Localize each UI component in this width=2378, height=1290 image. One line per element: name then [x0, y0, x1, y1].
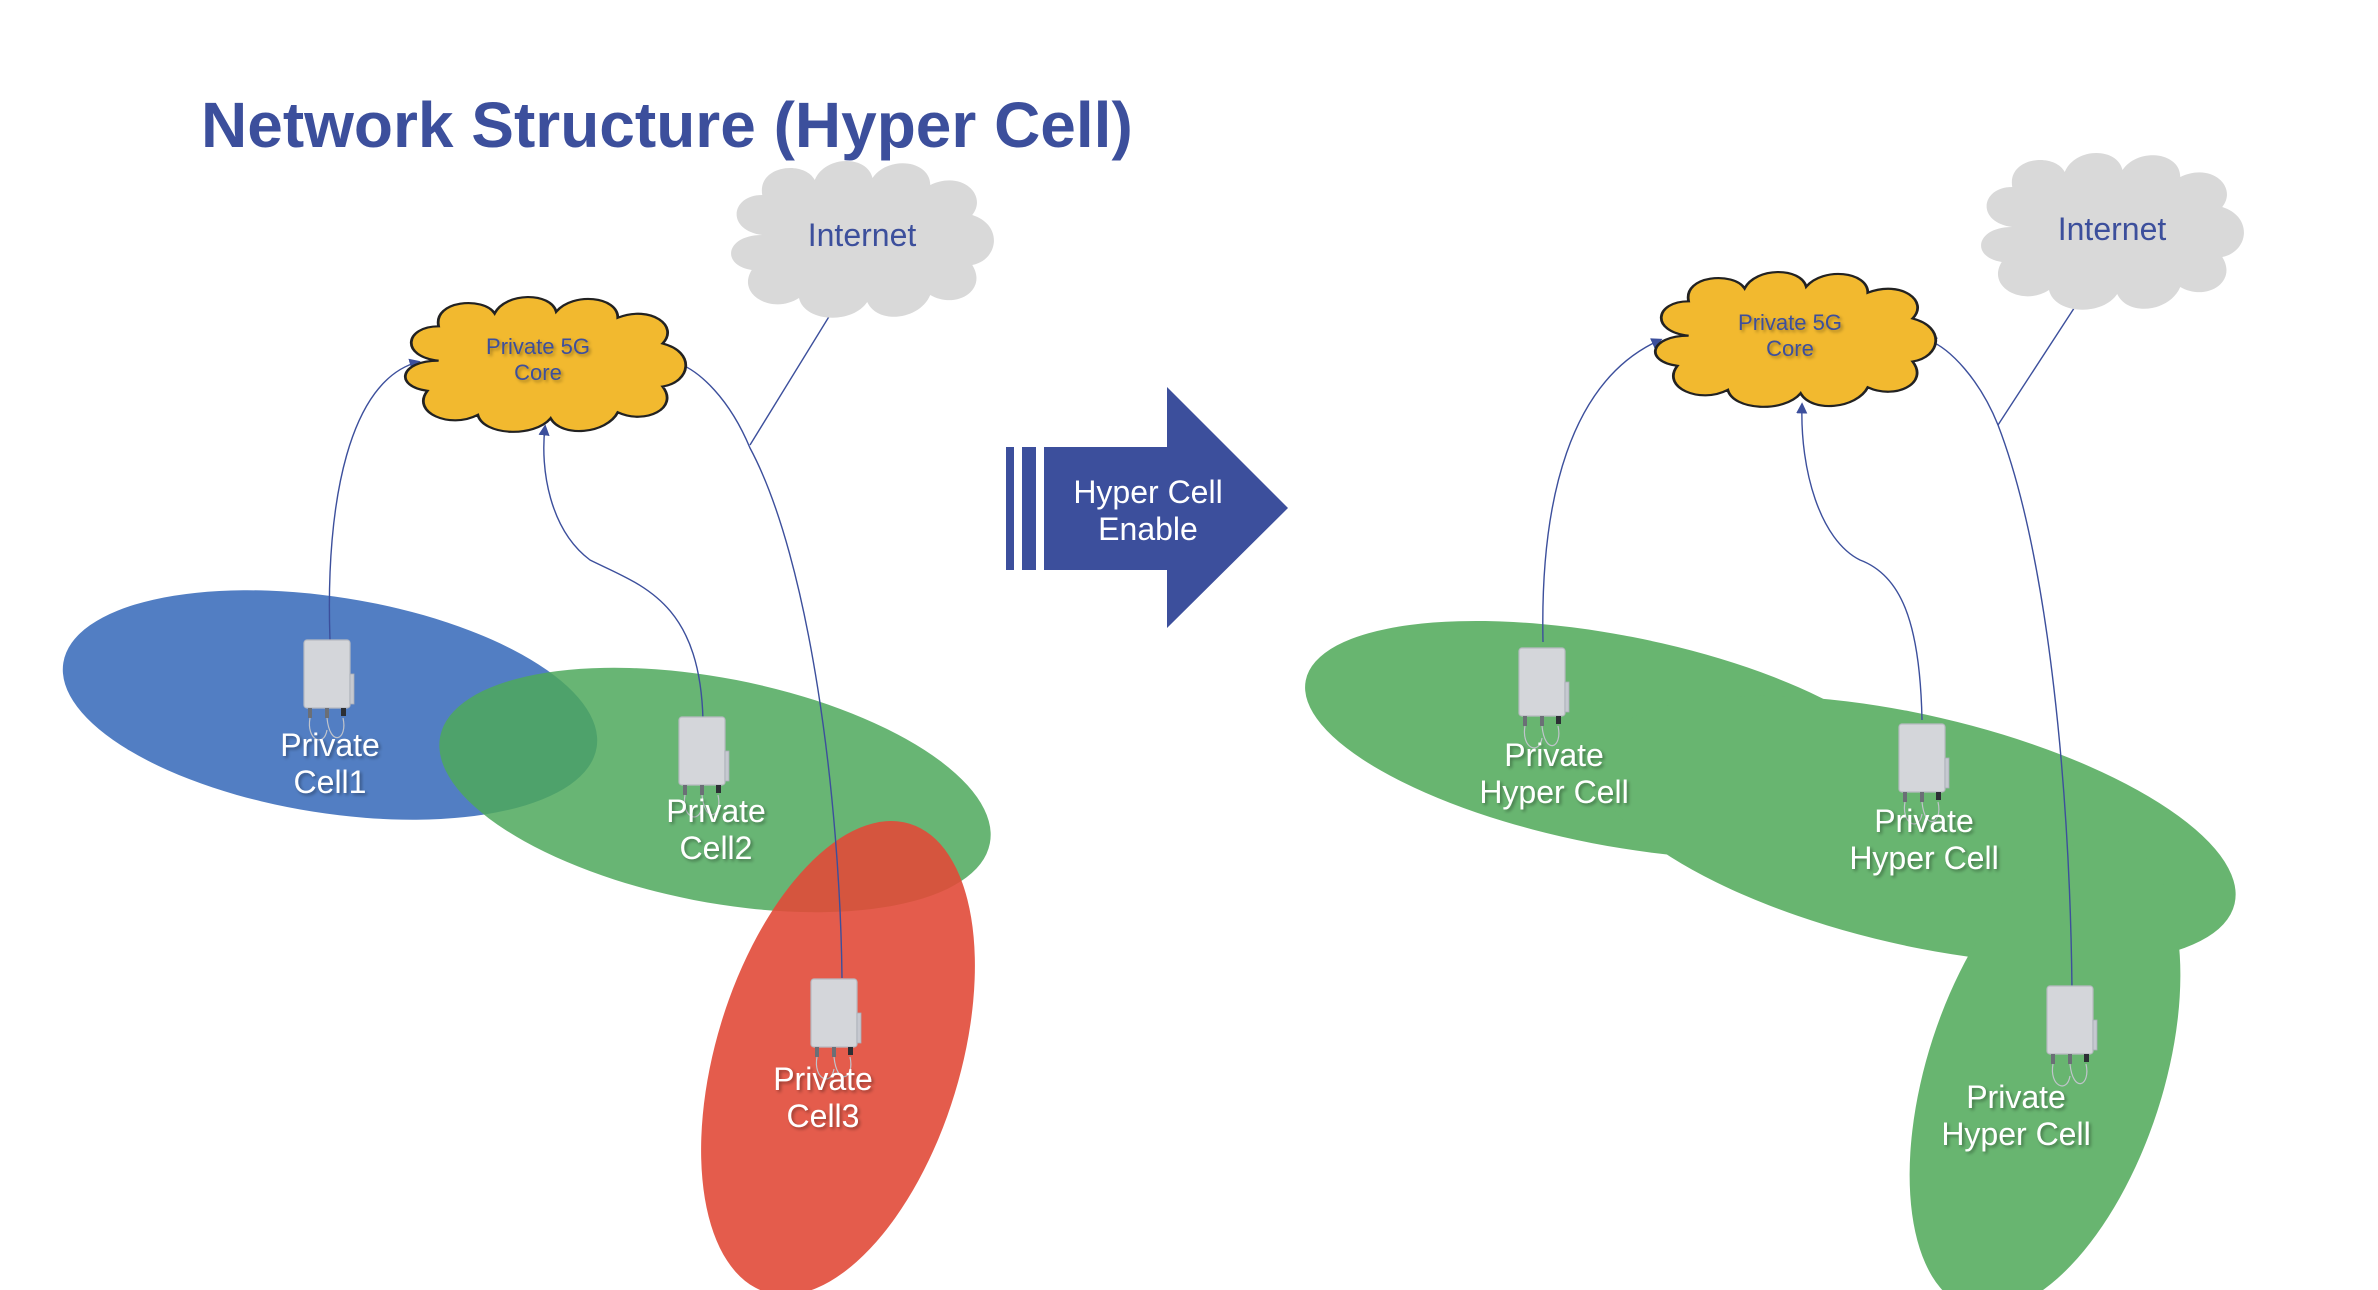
svg-text:Private: Private [1966, 1079, 2066, 1115]
svg-text:Hyper Cell: Hyper Cell [1941, 1116, 2090, 1152]
svg-text:Cell1: Cell1 [294, 764, 367, 800]
svg-text:Private: Private [773, 1061, 873, 1097]
cell2-label: Private Cell2 [666, 793, 766, 866]
link-hypercell1-core [1542, 338, 1663, 643]
internet-label: Internet [808, 217, 917, 253]
core-label-line1: Private 5G [1738, 310, 1842, 335]
cell3-label: Private Cell3 [773, 1061, 873, 1134]
page-title: Network Structure (Hyper Cell) [201, 89, 1133, 161]
link-core-internet [1997, 293, 2084, 426]
core-label-line2: Core [514, 360, 562, 385]
core-label-line2: Core [1766, 336, 1814, 361]
arrow-label-line2: Enable [1098, 511, 1198, 547]
link-core-internet [749, 299, 840, 446]
hyper-cell-coverage [1305, 620, 2236, 1290]
hyper-cell1-label: Private Hyper Cell [1479, 737, 1628, 810]
svg-text:Hyper Cell: Hyper Cell [1479, 774, 1628, 810]
svg-text:Private: Private [666, 793, 766, 829]
link-cell2-core [538, 424, 704, 721]
link-hypercell3-core [1925, 337, 2073, 991]
after-diagram: Private 5G Core Internet Private Hyper C… [1305, 152, 2244, 1290]
hyper-cell3-label: Private Hyper Cell [1941, 1079, 2090, 1152]
before-diagram: Private 5G Core Internet Private Cell1 P… [62, 160, 994, 1290]
cell1-label: Private Cell1 [280, 727, 380, 800]
svg-text:Hyper Cell: Hyper Cell [1849, 840, 1998, 876]
hyper-cell2-label: Private Hyper Cell [1849, 803, 1998, 876]
core-label-line1: Private 5G [486, 334, 590, 359]
arrow-label-line1: Hyper Cell [1073, 474, 1222, 510]
link-cell3-core [672, 359, 843, 979]
link-hypercell2-core [1796, 402, 1923, 721]
svg-text:Private: Private [1504, 737, 1604, 773]
hyper-cell-enable-arrow: Hyper Cell Enable [1006, 387, 1288, 628]
svg-text:Private: Private [1874, 803, 1974, 839]
svg-text:Private: Private [280, 727, 380, 763]
cell3-coverage [701, 821, 975, 1290]
svg-text:Cell3: Cell3 [787, 1098, 860, 1134]
link-cell1-core [328, 358, 421, 641]
internet-label: Internet [2058, 211, 2167, 247]
svg-text:Cell2: Cell2 [680, 830, 753, 866]
